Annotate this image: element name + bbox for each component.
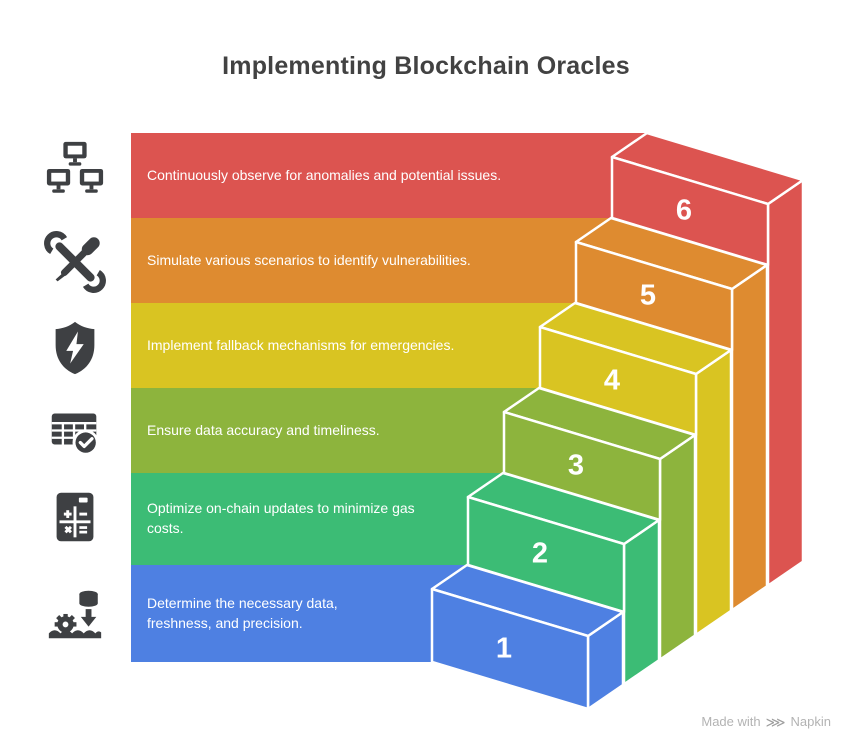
band-step-1 xyxy=(131,565,467,662)
calculator-icon xyxy=(44,486,106,548)
label-step-5: Simulate various scenarios to identify v… xyxy=(147,251,471,268)
label-step-4: Implement fallback mechanisms for emerge… xyxy=(147,336,455,353)
step-number-3: 3 xyxy=(567,449,585,482)
step-4-side-face xyxy=(694,348,733,637)
shield-bolt-icon xyxy=(44,317,106,379)
step-number-6: 6 xyxy=(675,194,693,227)
step-2-side-face xyxy=(622,518,661,686)
band-step-6 xyxy=(131,133,647,218)
watermark-prefix: Made with xyxy=(701,714,761,729)
network-monitors-icon xyxy=(44,137,106,199)
napkin-logo-icon: ⋙ xyxy=(765,713,786,730)
page-title: Implementing Blockchain Oracles xyxy=(222,52,630,80)
step-number-2: 2 xyxy=(531,537,549,570)
band-step-2 xyxy=(131,473,503,565)
step-3-side-face xyxy=(658,433,697,661)
band-step-3 xyxy=(131,388,539,473)
band-step-4 xyxy=(131,303,575,388)
step-6-side-face xyxy=(766,178,805,587)
watermark-brand: Napkin xyxy=(790,714,831,729)
label-step-6: Continuously observe for anomalies and p… xyxy=(147,166,502,183)
step-block-6 xyxy=(610,131,805,587)
band-step-5 xyxy=(131,218,611,303)
step-block-4 xyxy=(538,301,733,637)
step-number-1: 1 xyxy=(495,632,513,665)
label-step-2: Optimize on-chain updates to minimize ga… xyxy=(147,500,415,536)
watermark: Made with ⋙ Napkin xyxy=(701,714,831,729)
data-extraction-icon xyxy=(44,582,106,644)
step-number-5: 5 xyxy=(639,279,657,312)
label-step-3: Ensure data accuracy and timeliness. xyxy=(147,421,380,438)
step-block-2 xyxy=(466,471,661,686)
step-number-4: 4 xyxy=(603,364,621,397)
step-5-side-face xyxy=(730,263,769,612)
step-block-1 xyxy=(430,563,625,711)
label-step-1: Determine the necessary data, freshness,… xyxy=(147,594,338,631)
table-check-icon xyxy=(44,399,106,461)
step-1-front-face xyxy=(430,587,590,711)
tools-icon xyxy=(44,231,106,293)
step-block-3 xyxy=(502,386,697,661)
